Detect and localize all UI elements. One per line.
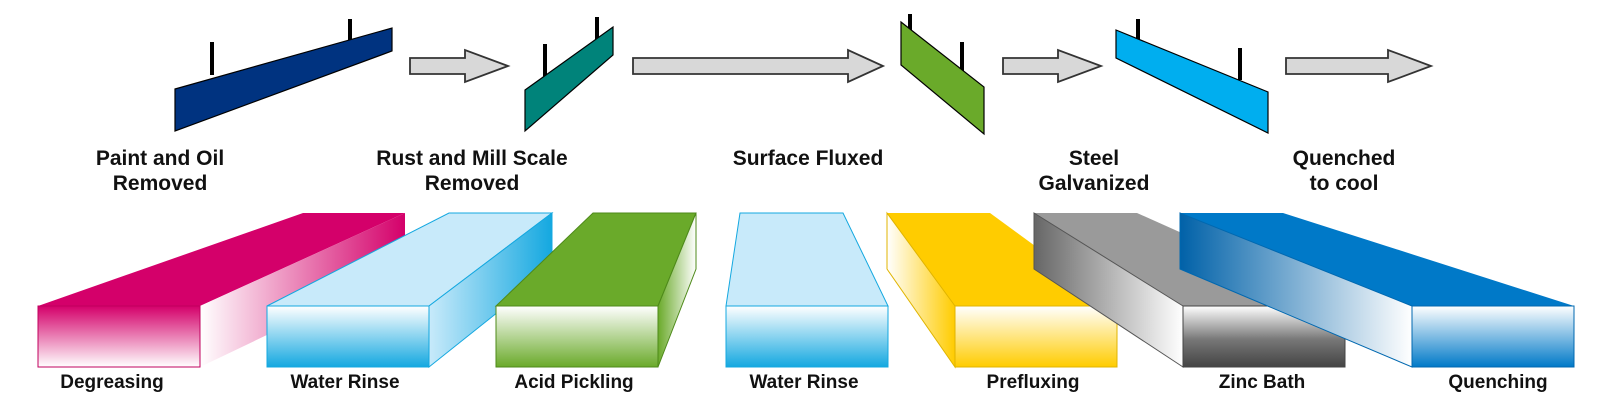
tank-quenching <box>1179 212 1575 368</box>
tank-label-prefluxing: Prefluxing <box>986 372 1080 393</box>
tank-label-degreasing: Degreasing <box>60 372 164 393</box>
tank-label-acid-pickling: Acid Pickling <box>514 372 634 393</box>
process-arrow <box>1285 48 1434 84</box>
steel-piece-paint-oil-removed <box>174 19 393 132</box>
tank-front <box>1411 305 1575 368</box>
process-arrow <box>409 48 511 84</box>
steel-piece-shape <box>174 27 393 132</box>
tank-acid-pickling <box>494 212 697 368</box>
process-arrow <box>632 48 886 84</box>
tank-top <box>38 213 405 306</box>
tank-front <box>266 305 430 368</box>
tank-label-zinc-bath: Zinc Bath <box>1218 372 1306 393</box>
stage-label-surface-fluxed: Surface Fluxed <box>732 147 884 170</box>
tank-front <box>37 305 201 368</box>
tank-top <box>725 212 889 307</box>
steel-piece-shape <box>524 25 614 133</box>
steel-piece-rust-mill-scale-removed <box>524 17 614 133</box>
tank-top <box>1180 213 1574 306</box>
steel-piece-surface-fluxed <box>900 14 985 136</box>
steel-piece-shape <box>1115 29 1269 134</box>
tank-water-rinse-2 <box>725 212 889 368</box>
stage-label-quenched: Quenched to cool <box>1292 147 1396 195</box>
steel-piece-steel-galvanized <box>1115 19 1269 134</box>
process-arrow <box>1002 48 1104 84</box>
stage-label-rust-mill-scale: Rust and Mill Scale Removed <box>376 147 568 195</box>
tank-label-water-rinse-1: Water Rinse <box>290 372 400 393</box>
tank-front <box>725 305 889 368</box>
stage-label-paint-oil: Paint and Oil Removed <box>95 147 225 195</box>
tank-water-rinse-1 <box>266 211 554 369</box>
tank-front <box>954 305 1118 368</box>
stage-label-steel-galvanized: Steel Galvanized <box>1038 147 1150 195</box>
tank-label-quenching: Quenching <box>1448 372 1548 393</box>
tank-label-water-rinse-2: Water Rinse <box>749 372 859 393</box>
tank-front <box>495 305 659 368</box>
steel-piece-shape <box>900 20 985 136</box>
